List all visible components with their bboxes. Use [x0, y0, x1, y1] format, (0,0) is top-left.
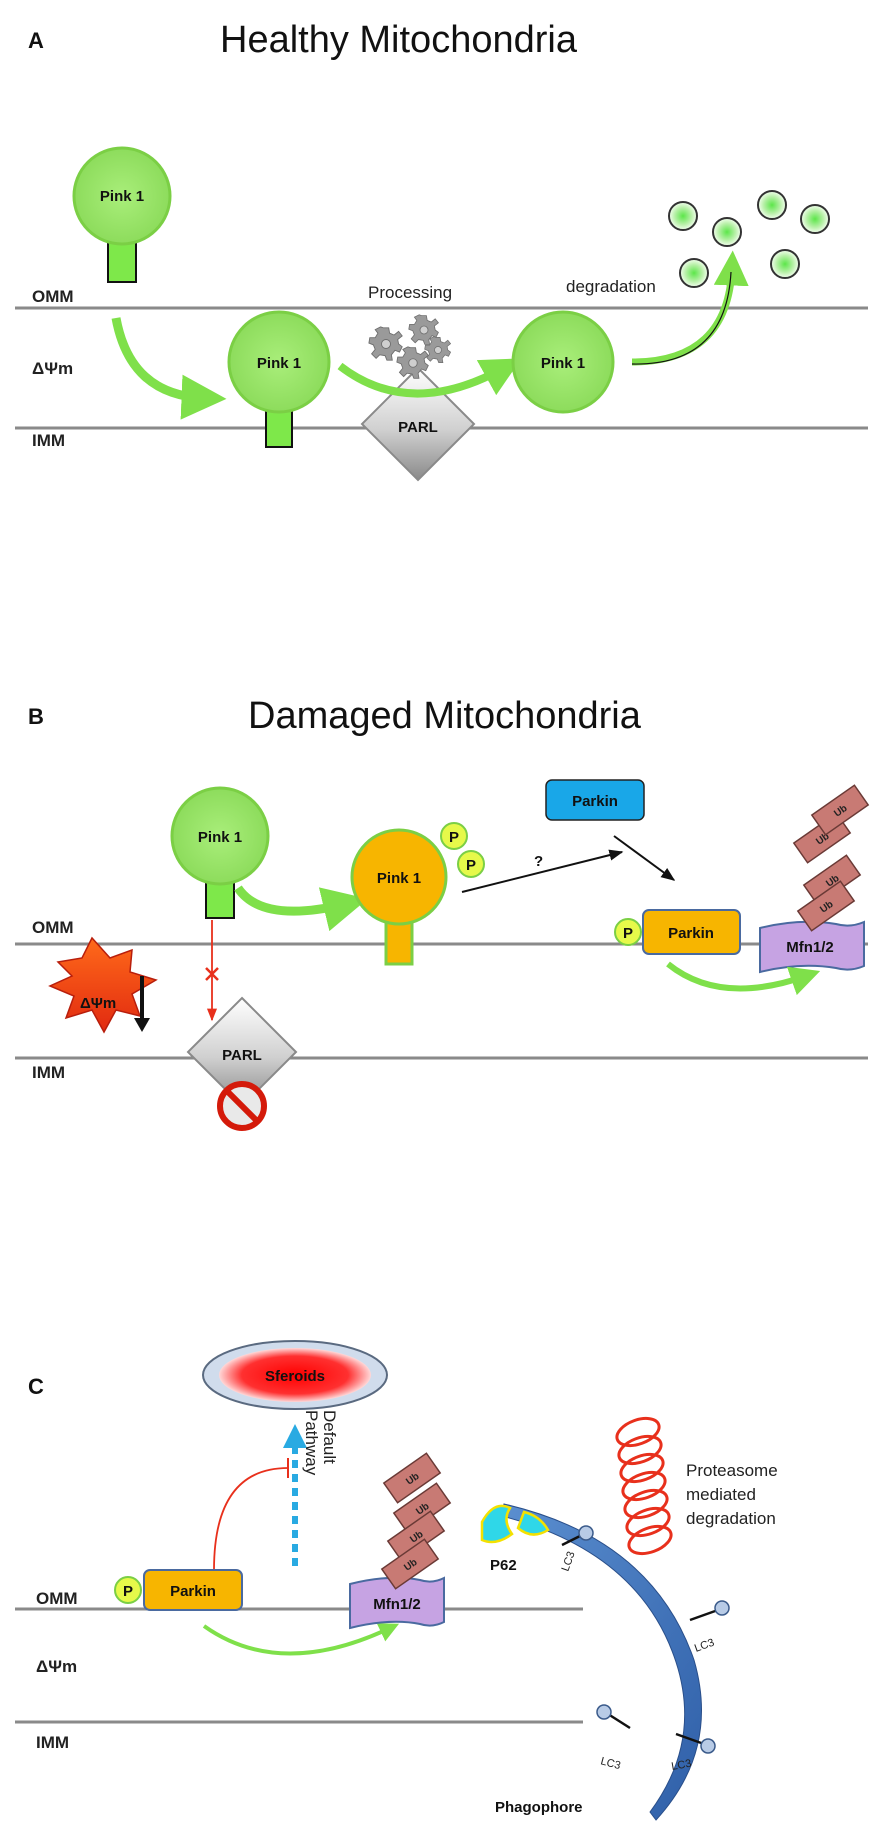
default-pathway-label: Default [320, 1410, 339, 1464]
parl-label: PARL [398, 419, 438, 436]
recruitment-arrow [461, 849, 624, 893]
import-arrow [111, 317, 227, 420]
lc3-anchors: LC3 LC3 LC3 LC3 [560, 1525, 730, 1773]
parkin-label: Parkin [170, 1583, 216, 1600]
parkin-cytosolic: Parkin [545, 779, 645, 821]
sferoids-ellipse: Sferoids [202, 1340, 388, 1410]
pink1-active: Pink 1 P P [350, 822, 485, 966]
delta-psi-label: ΔΨm [32, 359, 73, 378]
panel-b-title: Damaged Mitochondria [248, 695, 642, 737]
parl-label: PARL [222, 1047, 262, 1064]
mfn-label: Mfn1/2 [786, 939, 834, 956]
ubiquitination-arrow [666, 961, 821, 996]
omm-label: OMM [32, 918, 74, 937]
proteasome-label-line2: mediated [686, 1485, 756, 1504]
pink1-imported: Pink 1 [227, 310, 331, 448]
parl-diamond: PARL [186, 996, 298, 1108]
translocation-arrow [613, 835, 676, 881]
inhibition-line [213, 1467, 289, 1571]
phospho-label: P [466, 857, 476, 874]
parkin-membrane: P Parkin [114, 1569, 243, 1611]
pink1-cleaved: Pink 1 [511, 310, 615, 414]
block-x-icon [205, 967, 219, 981]
imm-label: IMM [32, 1063, 65, 1082]
ubiquitin-chain: Ub Ub Ub Ub [380, 1452, 452, 1590]
phospho-label: P [123, 1583, 133, 1600]
p62-adaptor-icon: P62 [480, 1504, 550, 1574]
p62-label: P62 [490, 1557, 517, 1574]
panel-a-title: Healthy Mitochondria [220, 19, 578, 61]
imm-label: IMM [36, 1733, 69, 1752]
parkin-label: Parkin [668, 925, 714, 942]
mfn-protein: Mfn1/2 [349, 1576, 445, 1630]
pink1-precursor: Pink 1 [72, 146, 172, 283]
delta-psi-label: ΔΨm [80, 995, 116, 1012]
phospho-badge [114, 1576, 142, 1604]
panel-b: B Damaged Mitochondria OMM IMM ΔΨm Pink … [15, 695, 870, 1131]
processing-label: Processing [368, 283, 452, 302]
panel-a: A Healthy Mitochondria OMM ΔΨm IMM Pink … [15, 19, 868, 482]
accumulation-arrow [234, 885, 368, 932]
panel-a-letter: A [28, 28, 44, 53]
default-pathway-label: Pathway [302, 1410, 321, 1476]
unknown-mechanism-label: ? [534, 853, 543, 870]
phospho-badge [614, 918, 642, 946]
ubiquitination-arrow [202, 1623, 400, 1656]
pink1-label: Pink 1 [377, 870, 421, 887]
parkin-label: Parkin [572, 793, 618, 810]
degraded-fragments [668, 190, 830, 288]
parkin-membrane: P Parkin [614, 909, 741, 955]
pink1-label: Pink 1 [100, 188, 144, 205]
phagophore-label: Phagophore [495, 1799, 583, 1816]
processing-arrow [337, 358, 522, 398]
panel-c: C OMM ΔΨm IMM Sferoids Default Pathway P… [15, 1340, 778, 1821]
phospho-label: P [449, 829, 459, 846]
pink1-label: Pink 1 [541, 355, 585, 372]
membrane-potential-loss-icon: ΔΨm [48, 936, 158, 1034]
panel-c-letter: C [28, 1374, 44, 1399]
pink1-label: Pink 1 [198, 829, 242, 846]
phagophore-membrane [501, 1503, 703, 1821]
phospho-badge [440, 822, 468, 850]
prohibition-icon [217, 1081, 267, 1131]
sferoids-label: Sferoids [265, 1368, 325, 1385]
lc3-label: LC3 [693, 1637, 716, 1655]
delta-psi-label: ΔΨm [36, 1657, 77, 1676]
lc3-label: LC3 [560, 1550, 578, 1573]
proteasome-label-line1: Proteasome [686, 1461, 778, 1480]
ubiquitin-chain: Ub Ub Ub Ub [792, 784, 870, 932]
panel-b-letter: B [28, 704, 44, 729]
degradation-label: degradation [566, 277, 656, 296]
degradation-arrow-outline [631, 271, 732, 365]
omm-label: OMM [36, 1589, 78, 1608]
parl-diamond: PARL [360, 366, 476, 482]
processing-gears-icon [368, 314, 451, 379]
imm-label: IMM [32, 431, 65, 450]
mfn-label: Mfn1/2 [373, 1596, 421, 1613]
mfn-protein: Mfn1/2 [759, 920, 865, 974]
pink1-stalled: Pink 1 [170, 786, 270, 919]
pink1-label: Pink 1 [257, 355, 301, 372]
phospho-label: P [623, 925, 633, 942]
proteasome-label-line3: degradation [686, 1509, 776, 1528]
proteasome-coil-icon [615, 1416, 673, 1556]
lc3-label: LC3 [670, 1758, 692, 1773]
phospho-badge [457, 850, 485, 878]
omm-label: OMM [32, 287, 74, 306]
lc3-label: LC3 [599, 1755, 622, 1772]
